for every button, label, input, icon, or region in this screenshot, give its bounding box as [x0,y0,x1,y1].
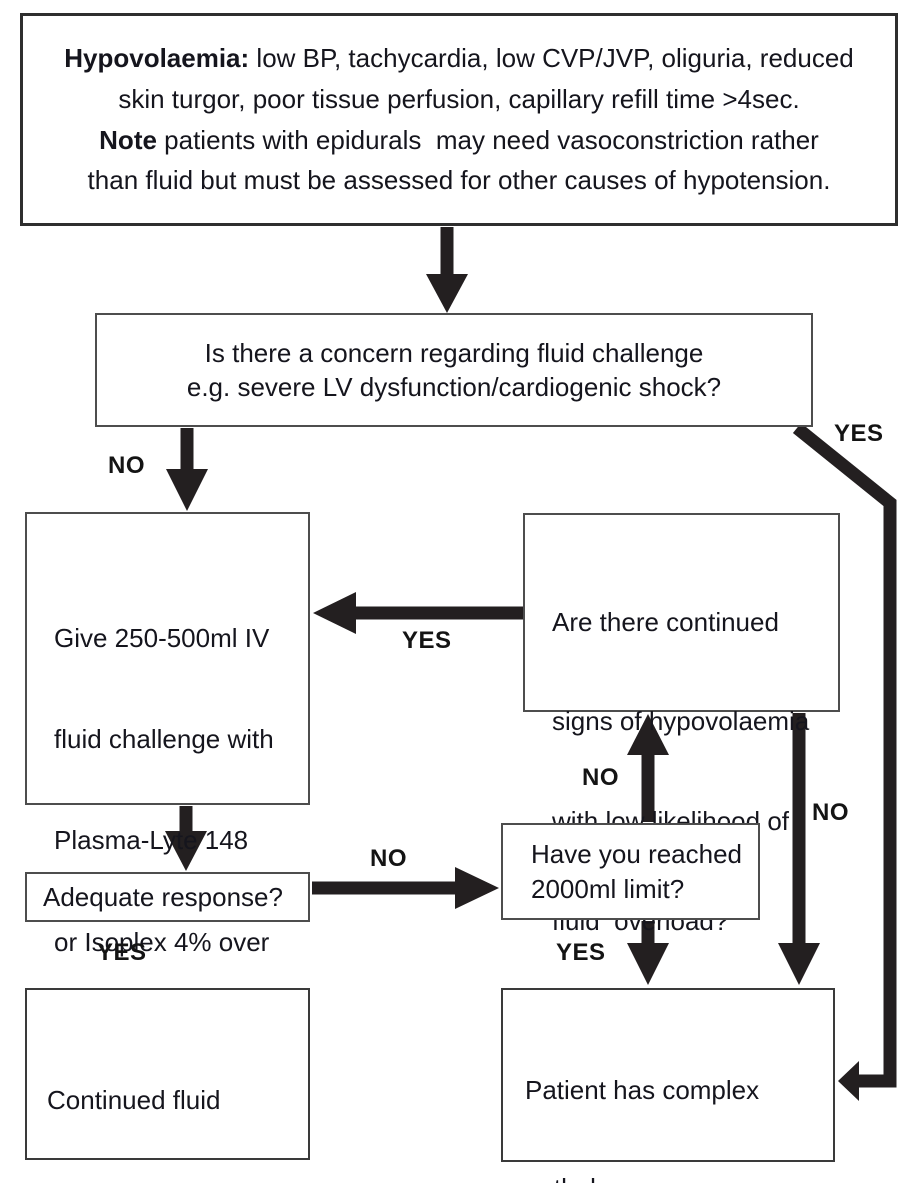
edge-label-adequate-yes: YES [97,939,147,966]
edge-label-adequate-no: NO [370,845,407,872]
definition-line: skin turgor, poor tissue perfusion, capi… [118,83,800,114]
edge-label-limit-yes: YES [556,939,606,966]
arrow-concern-no [166,428,208,511]
node-complex-pathology: Patient has complex pathology – seek sen… [501,988,835,1183]
node-concern-question: Is there a concern regarding fluid chall… [95,313,813,427]
edge-label-signs-yes: YES [402,627,452,654]
node-continued-signs-question: Are there continued signs of hypovolaemi… [523,513,840,936]
edge-label-limit-no: NO [582,764,619,791]
edge-label-concern-yes: YES [834,420,884,447]
node-adequate-response-question: Adequate response? [25,872,310,922]
definition-line: Hypovolaemia: low BP, tachycardia, low C… [64,43,854,74]
node-hypovolaemia-definition: Hypovolaemia: low BP, tachycardia, low C… [20,13,898,226]
definition-line: than fluid but must be assessed for othe… [87,165,831,196]
node-reached-limit-question: Have you reached 2000ml limit? [501,823,760,920]
edge-label-signs-no: NO [812,799,849,826]
definition-line: Note patients with epidurals may need va… [99,124,819,155]
node-continued-prescription: Continued fluid prescription and managem… [25,988,310,1160]
node-give-fluid-challenge: Give 250-500ml IV fluid challenge with P… [25,512,310,1160]
edge-label-concern-no: NO [108,452,145,479]
arrow-adequate-no [312,867,499,909]
arrow-definition-to-concern [426,227,468,313]
